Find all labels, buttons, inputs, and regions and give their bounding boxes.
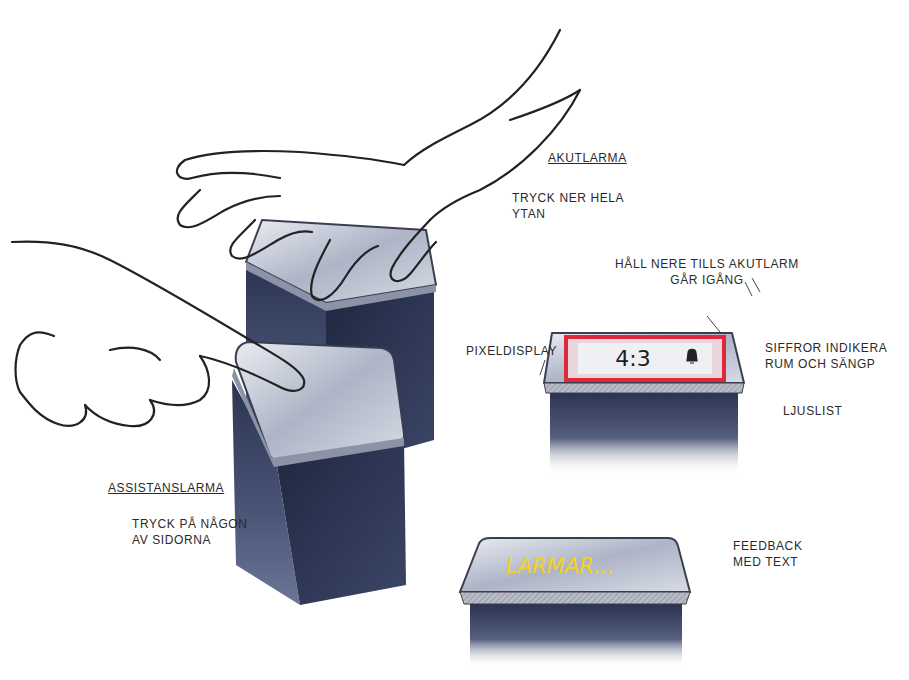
display-text: LARMAR... xyxy=(506,554,614,578)
annotation: FEEDBACK MED TEXT xyxy=(733,538,833,570)
screen-display: LARMAR... xyxy=(500,552,620,580)
annotation: LJUSLIST xyxy=(783,403,873,419)
display-text: 4:3 xyxy=(615,346,650,371)
annotation: SIFFROR INDIKERA RUM OCH SÄNGP xyxy=(765,340,907,372)
annotation: PIXELDISPLAY xyxy=(466,343,576,359)
annotation: HÅLL NERE TILLS AKUTLARM GÅR IGÅNG xyxy=(612,256,802,288)
screen-display: 4:3 xyxy=(609,344,656,373)
bell-icon xyxy=(687,349,697,363)
annotation: ASSISTANSLARMA xyxy=(108,480,248,496)
alarm-device-front xyxy=(232,342,406,605)
annotation: AKUTLARMA xyxy=(548,150,668,166)
hand-sketch xyxy=(12,242,304,427)
alarm-device-feedback xyxy=(460,538,690,668)
annotation: TRYCK NER HELA YTAN xyxy=(512,190,632,222)
annotation: TRYCK PÅ NÅGON AV SIDORNA xyxy=(132,516,262,548)
hand-sketch xyxy=(177,30,580,300)
alarm-device-display xyxy=(540,278,760,475)
